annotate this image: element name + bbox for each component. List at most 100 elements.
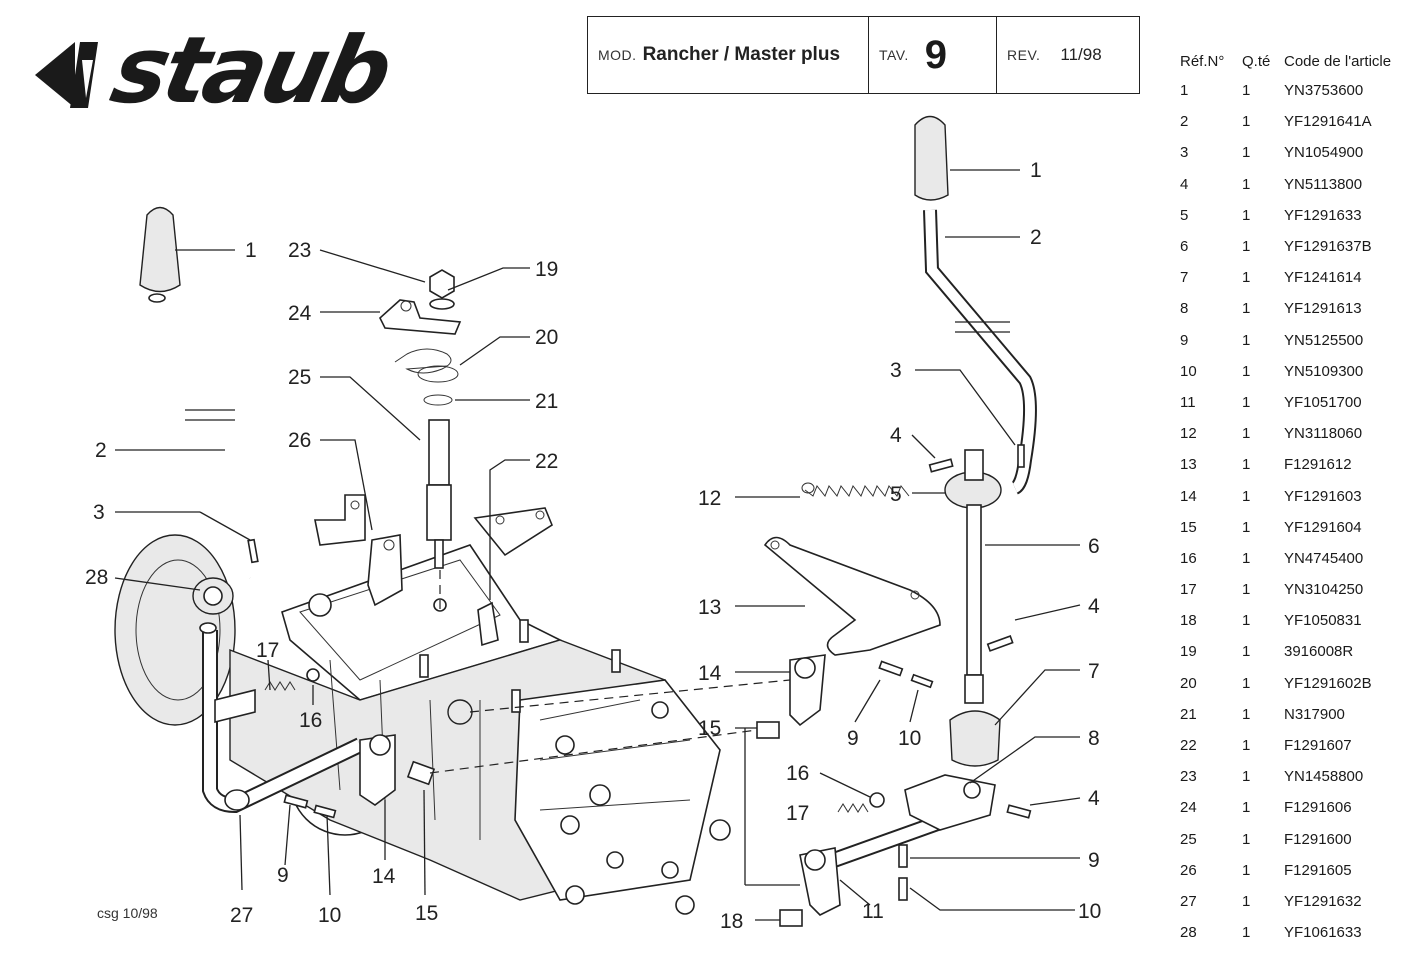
part-ref: 18 bbox=[1180, 612, 1197, 630]
callout-13: 13 bbox=[698, 596, 721, 619]
part-qty: 1 bbox=[1242, 674, 1251, 692]
part-qty: 1 bbox=[1242, 861, 1251, 879]
model-cell: MOD. Rancher / Master plus bbox=[588, 17, 868, 93]
callout-9-left: 9 bbox=[277, 864, 289, 887]
part-code: YN3753600 bbox=[1284, 82, 1364, 100]
parts-row: 10 1 YN5109300 bbox=[1180, 356, 1410, 387]
part-ref: 6 bbox=[1180, 238, 1189, 256]
part-qty: 1 bbox=[1242, 300, 1251, 318]
part-ref: 22 bbox=[1180, 737, 1197, 755]
mod-label: MOD. bbox=[598, 47, 637, 63]
callout-10-left: 10 bbox=[318, 904, 341, 927]
part-qty: 1 bbox=[1242, 581, 1251, 599]
revision-date: 11/98 bbox=[1060, 45, 1102, 64]
part-ref: 16 bbox=[1180, 549, 1197, 567]
callout-9-right: 9 bbox=[1088, 849, 1100, 872]
part-qty: 1 bbox=[1242, 456, 1251, 474]
part-code: YN1458800 bbox=[1284, 768, 1364, 786]
callout-19: 19 bbox=[535, 258, 558, 281]
parts-header-row: Réf.N° Q.té Code de l'article bbox=[1180, 47, 1410, 75]
title-block: MOD. Rancher / Master plus TAV. 9 REV. 1… bbox=[587, 16, 1140, 94]
part-ref: 21 bbox=[1180, 705, 1197, 723]
callout-2-right: 2 bbox=[1030, 226, 1042, 249]
part-ref: 10 bbox=[1180, 362, 1197, 380]
part-ref: 12 bbox=[1180, 425, 1197, 443]
model-name: Rancher / Master plus bbox=[642, 44, 841, 65]
part-qty: 1 bbox=[1242, 487, 1251, 505]
part-ref: 2 bbox=[1180, 113, 1189, 131]
rev-label: REV. bbox=[1007, 47, 1041, 63]
callout-21: 21 bbox=[535, 390, 558, 413]
part-ref: 20 bbox=[1180, 674, 1197, 692]
callout-23: 23 bbox=[288, 239, 311, 262]
callout-14-mid: 14 bbox=[698, 662, 722, 685]
part-ref: 8 bbox=[1180, 300, 1189, 318]
part-ref: 17 bbox=[1180, 581, 1197, 599]
col-ref: Réf.N° bbox=[1180, 52, 1225, 70]
part-code: F1291600 bbox=[1284, 830, 1352, 848]
part-qty: 1 bbox=[1242, 269, 1251, 287]
part-code: N317900 bbox=[1284, 705, 1345, 723]
callout-22: 22 bbox=[535, 450, 558, 473]
middle-linkage bbox=[756, 482, 963, 927]
part-qty: 1 bbox=[1242, 362, 1251, 380]
part-ref: 9 bbox=[1180, 331, 1189, 349]
part-qty: 1 bbox=[1242, 643, 1251, 661]
part-code: YF1291641A bbox=[1284, 113, 1372, 131]
svg-text:staub: staub bbox=[103, 20, 398, 115]
part-ref: 25 bbox=[1180, 830, 1197, 848]
gearbox-housing bbox=[114, 534, 731, 915]
part-ref: 3 bbox=[1180, 144, 1189, 162]
callout-25: 25 bbox=[288, 366, 311, 389]
callout-1-left: 1 bbox=[245, 239, 257, 262]
exploded-diagram: 1 2 3 28 17 16 9 10 14 15 27 23 24 25 26… bbox=[85, 115, 1101, 933]
callout-9-mid: 9 bbox=[847, 727, 859, 750]
top-assembly bbox=[314, 269, 553, 607]
callout-3-left: 3 bbox=[93, 501, 105, 524]
part-ref: 1 bbox=[1180, 82, 1189, 100]
parts-row: 14 1 YF1291603 bbox=[1180, 480, 1410, 511]
callout-20: 20 bbox=[535, 326, 558, 349]
callout-3-right: 3 bbox=[890, 359, 902, 382]
part-code: F1291607 bbox=[1284, 737, 1352, 755]
part-ref: 14 bbox=[1180, 487, 1197, 505]
part-ref: 26 bbox=[1180, 861, 1197, 879]
callout-17-mid: 17 bbox=[786, 802, 809, 825]
part-code: YN5109300 bbox=[1284, 362, 1364, 380]
part-qty: 1 bbox=[1242, 144, 1251, 162]
part-qty: 1 bbox=[1242, 393, 1251, 411]
part-code: YF1291603 bbox=[1284, 487, 1362, 505]
plate-number: 9 bbox=[924, 32, 948, 77]
parts-row: 26 1 F1291605 bbox=[1180, 855, 1410, 886]
part-qty: 1 bbox=[1242, 612, 1251, 630]
part-ref: 7 bbox=[1180, 269, 1189, 287]
parts-row: 3 1 YN1054900 bbox=[1180, 137, 1410, 168]
part-code: YN1054900 bbox=[1284, 144, 1364, 162]
part-code: YN4745400 bbox=[1284, 549, 1364, 567]
col-qty: Q.té bbox=[1242, 52, 1271, 70]
callout-12: 12 bbox=[698, 487, 721, 510]
callout-27: 27 bbox=[230, 904, 253, 927]
part-code: F1291605 bbox=[1284, 861, 1352, 879]
left-lever-assembly bbox=[139, 206, 436, 819]
callout-11: 11 bbox=[862, 900, 884, 923]
part-qty: 1 bbox=[1242, 331, 1251, 349]
callout-14-left: 14 bbox=[372, 865, 396, 888]
part-ref: 23 bbox=[1180, 768, 1197, 786]
part-ref: 13 bbox=[1180, 456, 1197, 474]
callout-17-left: 17 bbox=[256, 639, 279, 662]
part-qty: 1 bbox=[1242, 549, 1251, 567]
